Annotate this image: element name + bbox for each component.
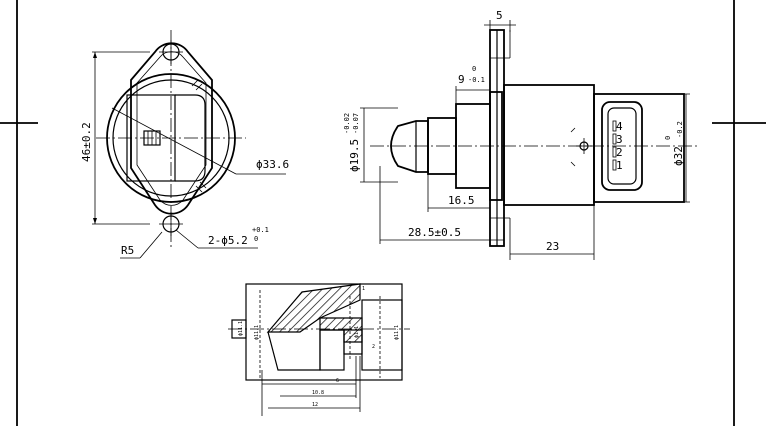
section-label-10-8: 10.8 [312, 390, 324, 396]
dim-9: 9 [458, 73, 465, 86]
dim-phi-33-6: ϕ33.6 [256, 158, 289, 171]
dim-holes: 2-ϕ5.2 [208, 234, 248, 247]
section-label-inner-right: ϕ11.1 [394, 325, 400, 340]
dim-28-5: 28.5±0.5 [408, 226, 461, 239]
dim-phi-19-5-tol-up: -0.02 [343, 113, 351, 134]
pin-label-4: 4 [616, 120, 623, 133]
dim-5: 5 [496, 9, 503, 22]
side-view [360, 20, 700, 260]
dim-phi-32-tol-low: -0.2 [676, 121, 684, 138]
pin-label-3: 3 [616, 133, 623, 146]
front-view [92, 30, 286, 259]
dim-phi-19-5-tol-low: -0.07 [352, 113, 360, 134]
pin-label-1: 1 [616, 159, 623, 172]
section-label-inner-mid: ϕ1.1 [354, 326, 360, 338]
dim-9-tol-up: 0 [472, 65, 476, 73]
section-view [228, 283, 410, 416]
section-label-12: 12 [312, 402, 318, 408]
dim-9-tol-low: -0.1 [468, 76, 485, 84]
section-label-2: 2 [372, 344, 375, 350]
pin-label-2: 2 [616, 146, 623, 159]
dim-phi-19-5: ϕ19.5 [348, 139, 361, 172]
dim-holes-tol-up: +0.1 [252, 226, 269, 234]
dim-16-5: 16.5 [448, 194, 475, 207]
section-label-inner-left: ϕ11.1 [254, 325, 260, 340]
dim-23: 23 [546, 240, 559, 253]
dim-phi-32: ϕ32 [672, 146, 685, 166]
section-label-6: 6 [336, 378, 339, 384]
section-label-left-stub: ϕ11.1 [238, 321, 244, 336]
dim-holes-tol-low: 0 [254, 235, 258, 243]
pin-markers [612, 120, 617, 171]
section-label-1: 1 [362, 286, 365, 292]
dim-phi-32-tol-up: 0 [664, 136, 672, 140]
dim-r5: R5 [121, 244, 134, 257]
dim-46: 46±0.2 [80, 122, 93, 162]
